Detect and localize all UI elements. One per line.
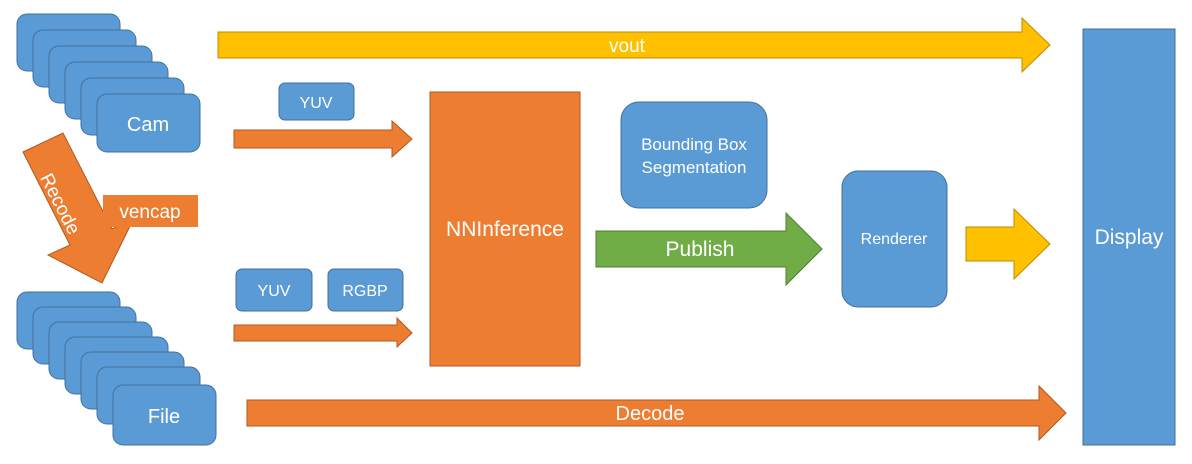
renderer-to-display-arrow (965, 207, 1051, 281)
cam-box (96, 93, 201, 153)
cam-label: Cam (127, 114, 169, 136)
renderer-label: Renderer (861, 231, 928, 248)
decode-label: Decode (616, 403, 685, 425)
rgbp-tag: RGBP (327, 268, 404, 312)
yuv-top-tag: YUV (278, 82, 355, 121)
yuv-bottom-label: YUV (258, 283, 291, 300)
vout-label: vout (609, 36, 646, 57)
bounding-box-block: Bounding Box Segmentation (620, 101, 768, 209)
cam-to-nn-arrow (233, 119, 413, 159)
renderer-block: Renderer (841, 170, 948, 308)
file-to-nn-arrow (233, 316, 413, 349)
decode-arrow: Decode (246, 384, 1067, 442)
publish-arrow: Publish (595, 211, 823, 287)
rgbp-label: RGBP (342, 283, 387, 300)
nninference-label: NNInference (446, 218, 564, 241)
yuv-bottom-tag: YUV (235, 268, 313, 312)
file-box (112, 384, 217, 446)
cam-stack: Cam (16, 13, 201, 153)
file-label: File (148, 406, 180, 428)
yuv-top-label: YUV (300, 95, 333, 112)
vencap-tag: vencap (103, 195, 198, 227)
display-block: Display (1082, 28, 1176, 446)
bounding-box-label: Bounding Box (641, 135, 747, 154)
vencap-label: vencap (119, 202, 180, 223)
vout-arrow: vout (217, 16, 1051, 74)
publish-label: Publish (666, 238, 735, 261)
file-stack: File (16, 291, 217, 446)
nninference-block: NNInference (429, 91, 581, 367)
segmentation-label: Segmentation (642, 158, 747, 177)
display-label: Display (1095, 226, 1164, 249)
